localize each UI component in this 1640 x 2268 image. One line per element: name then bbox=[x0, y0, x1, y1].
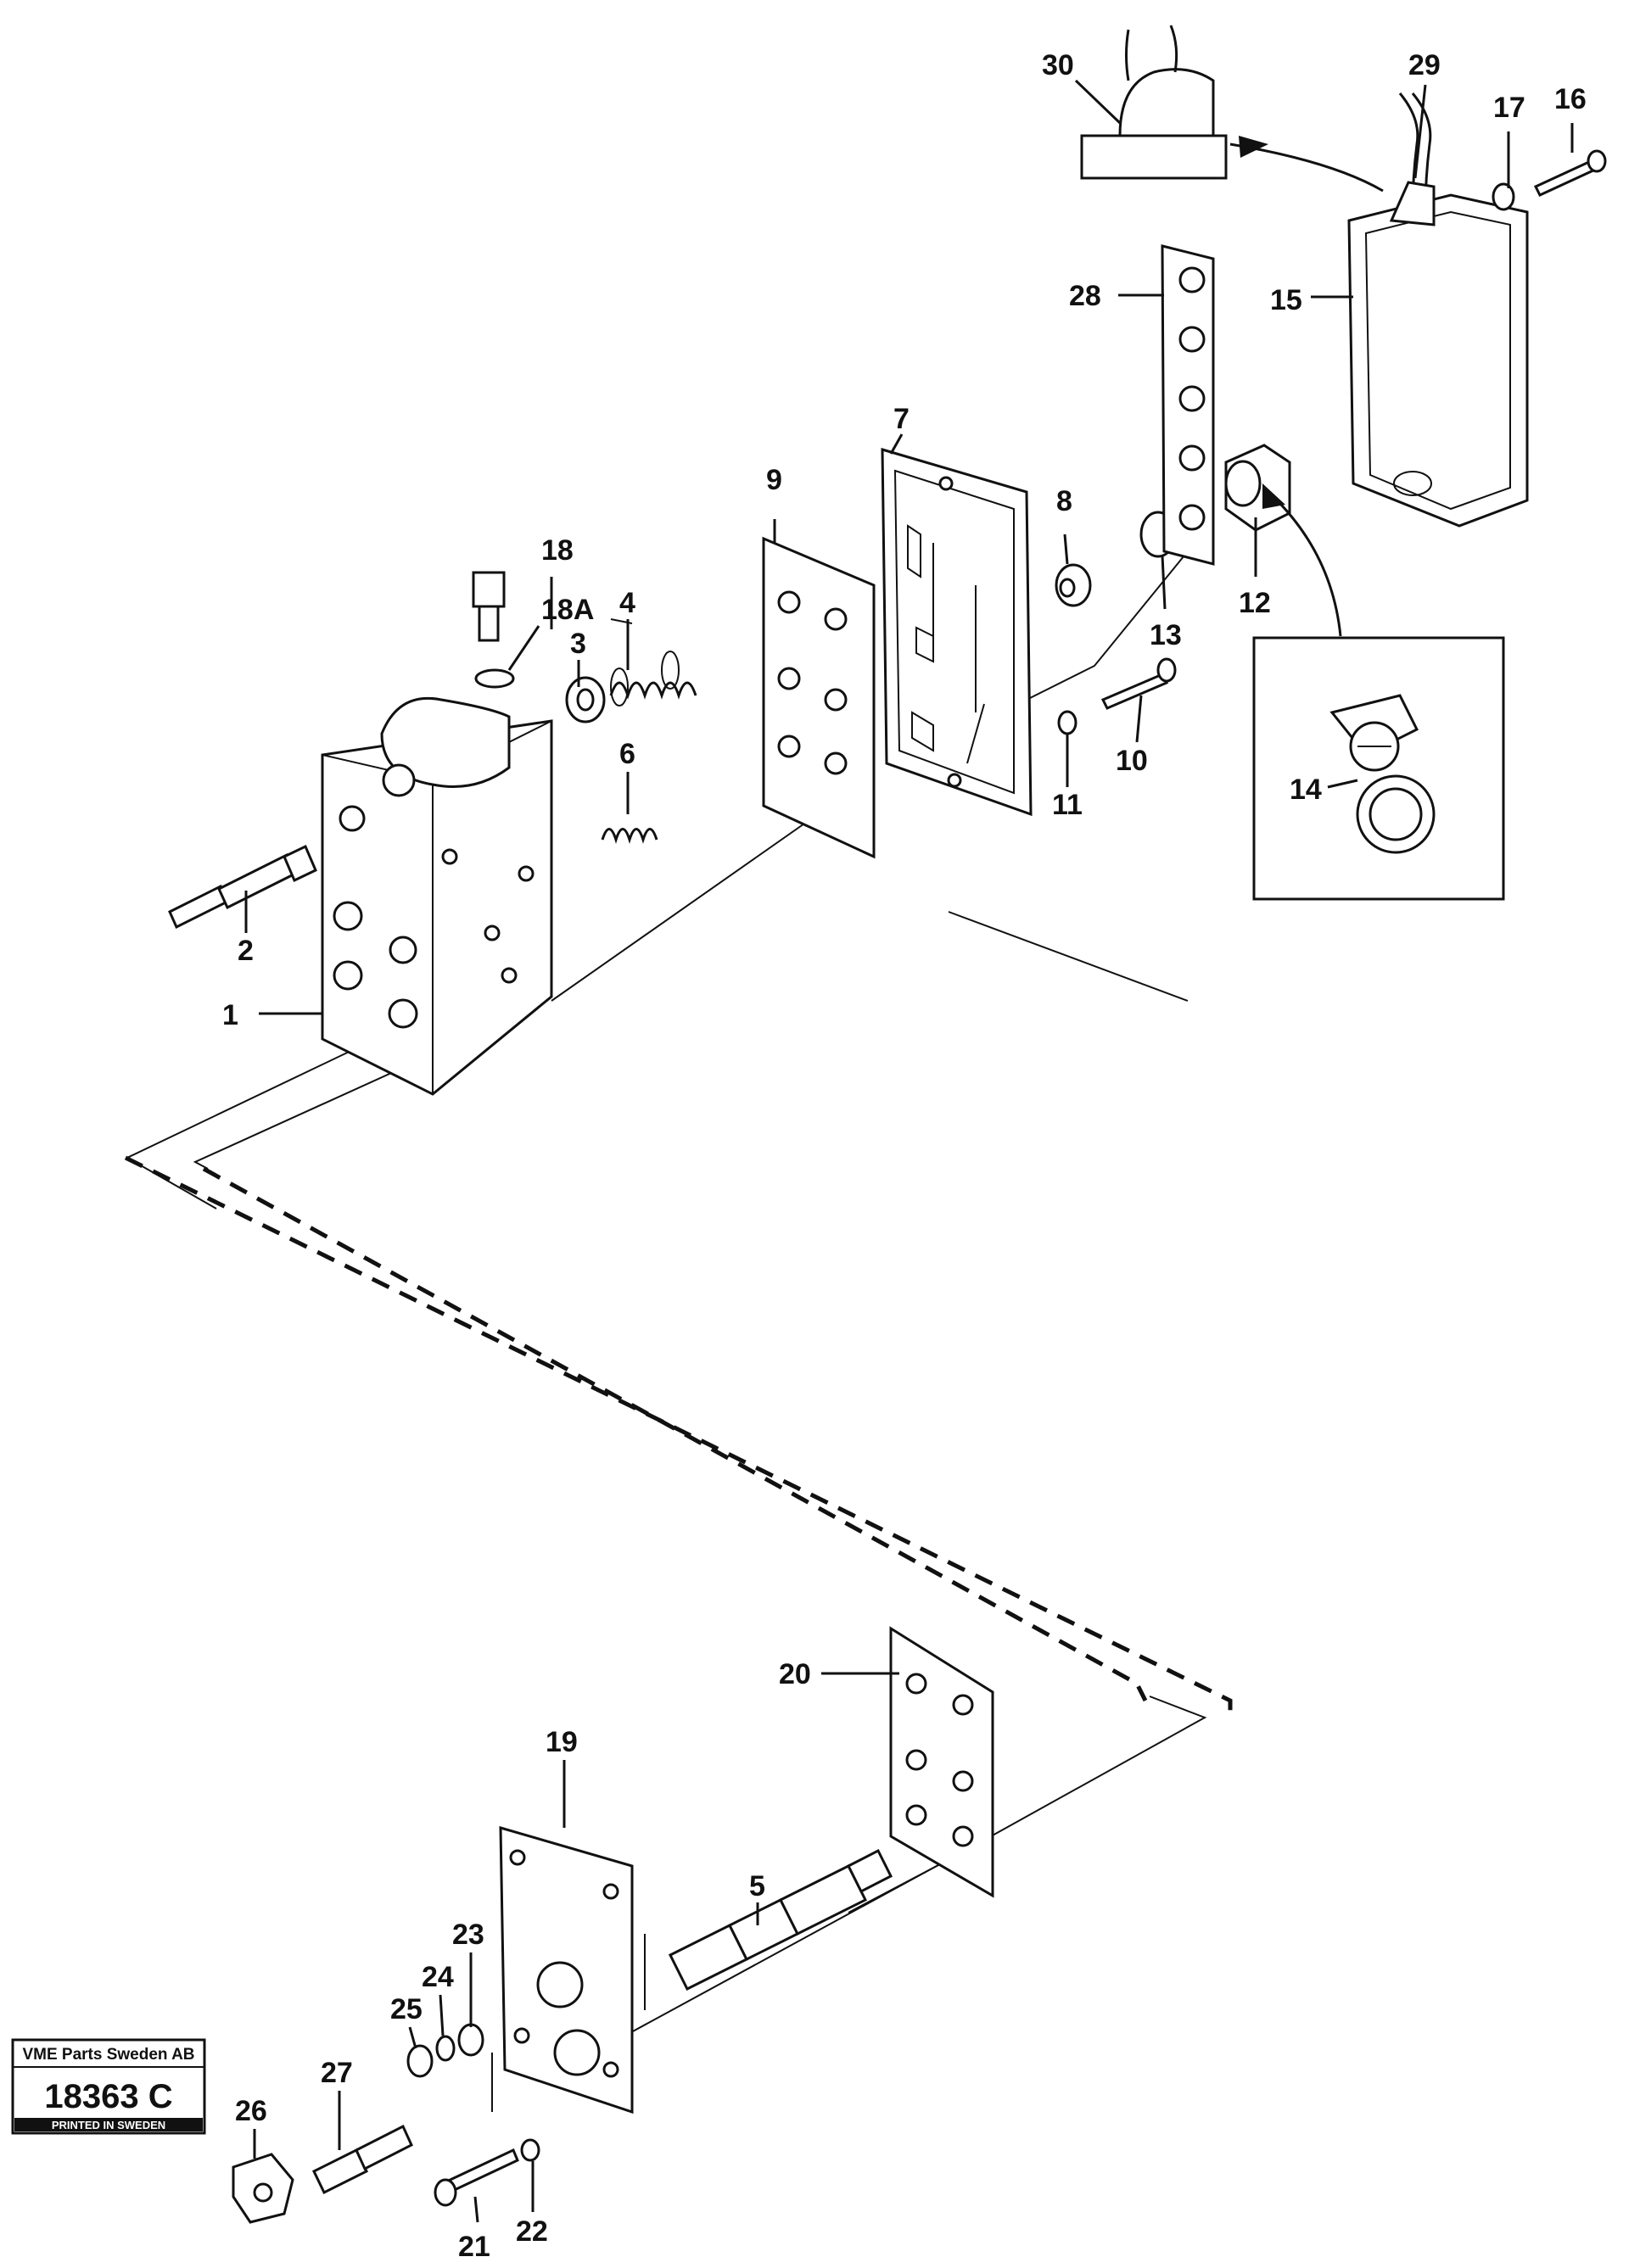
part-9-gasket bbox=[762, 536, 876, 859]
part-22-washer bbox=[520, 2138, 540, 2162]
callout-30: 30 bbox=[1042, 49, 1074, 81]
callout-14: 14 bbox=[1290, 774, 1322, 806]
detail-inset-14 bbox=[1252, 636, 1505, 901]
callout-11: 11 bbox=[1052, 789, 1083, 821]
arrow-30-to-15-head bbox=[1239, 136, 1268, 158]
part-2-plug bbox=[168, 844, 317, 930]
callout-12: 12 bbox=[1239, 587, 1271, 619]
callout-18A: 18A bbox=[541, 594, 594, 626]
arrow-14-to-12 bbox=[1267, 490, 1342, 637]
callout-20: 20 bbox=[779, 1658, 811, 1690]
part-28-strip bbox=[1161, 244, 1215, 566]
part-6-spring bbox=[601, 828, 658, 844]
stamp-company: VME Parts Sweden AB bbox=[22, 2046, 194, 2064]
callout-28: 28 bbox=[1069, 280, 1101, 312]
callout-23: 23 bbox=[452, 1919, 484, 1951]
callout-26: 26 bbox=[235, 2095, 267, 2127]
part-29-cable bbox=[1389, 92, 1436, 226]
part-10-screw bbox=[1100, 657, 1177, 710]
callout-5: 5 bbox=[749, 1870, 765, 1902]
part-12-connector bbox=[1224, 444, 1291, 532]
part-20-gasket bbox=[889, 1626, 994, 1898]
stamp-footer: PRINTED IN SWEDEN bbox=[52, 2119, 165, 2131]
callout-3: 3 bbox=[570, 628, 586, 660]
part-11-washer bbox=[1057, 710, 1077, 735]
callout-6: 6 bbox=[619, 738, 635, 770]
part-3-seal bbox=[565, 676, 606, 723]
part-19-end-cover bbox=[491, 1825, 646, 2114]
part-4-spring bbox=[609, 651, 697, 707]
callout-4: 4 bbox=[619, 587, 635, 619]
callout-17: 17 bbox=[1493, 92, 1525, 124]
part-18a-washer bbox=[474, 668, 515, 689]
callout-19: 19 bbox=[546, 1726, 578, 1758]
callout-16: 16 bbox=[1554, 83, 1587, 115]
part-27-valve bbox=[312, 2124, 413, 2195]
part-30-grommet bbox=[1080, 25, 1228, 180]
part-23-washer bbox=[457, 2023, 484, 2057]
part-16-screw bbox=[1533, 149, 1607, 197]
callout-13: 13 bbox=[1150, 619, 1182, 651]
callout-8: 8 bbox=[1056, 485, 1072, 517]
part-17-washer bbox=[1492, 182, 1515, 211]
part-21-screw bbox=[434, 2148, 519, 2207]
leader-lines bbox=[244, 79, 1574, 2223]
callout-22: 22 bbox=[516, 2215, 548, 2248]
callout-27: 27 bbox=[321, 2057, 353, 2089]
part-24-washer bbox=[435, 2035, 456, 2062]
parts-stamp: VME Parts Sweden AB 18363 C PRINTED IN S… bbox=[11, 2038, 206, 2135]
callout-9: 9 bbox=[766, 464, 782, 496]
assembly-lines bbox=[125, 550, 1207, 2053]
arrow-14-to-12-head bbox=[1262, 483, 1285, 509]
valve-housing bbox=[321, 696, 553, 1096]
part-5-spool bbox=[668, 1848, 893, 1991]
callout-15: 15 bbox=[1270, 284, 1302, 316]
part-26-plug bbox=[232, 2153, 294, 2224]
dashed-connection-lines bbox=[124, 1155, 1233, 1718]
callout-21: 21 bbox=[458, 2231, 490, 2263]
callout-2: 2 bbox=[238, 935, 254, 967]
callout-29: 29 bbox=[1408, 49, 1441, 81]
callout-7: 7 bbox=[893, 403, 910, 435]
callout-25: 25 bbox=[390, 1993, 423, 2025]
callout-1: 1 bbox=[222, 999, 238, 1031]
callout-24: 24 bbox=[422, 1961, 454, 1993]
part-8-plug bbox=[1055, 563, 1092, 607]
part-15-box bbox=[1347, 193, 1529, 528]
part-25-washer bbox=[406, 2044, 434, 2078]
stamp-number: 18363 C bbox=[44, 2078, 172, 2115]
callout-labels: 1 2 3 4 5 6 7 8 9 10 11 12 13 14 15 16 1… bbox=[222, 49, 1587, 2263]
callout-10: 10 bbox=[1116, 745, 1148, 777]
callout-18: 18 bbox=[541, 534, 574, 567]
part-7-cover-plate bbox=[881, 447, 1033, 817]
part-18-plug bbox=[472, 571, 506, 642]
